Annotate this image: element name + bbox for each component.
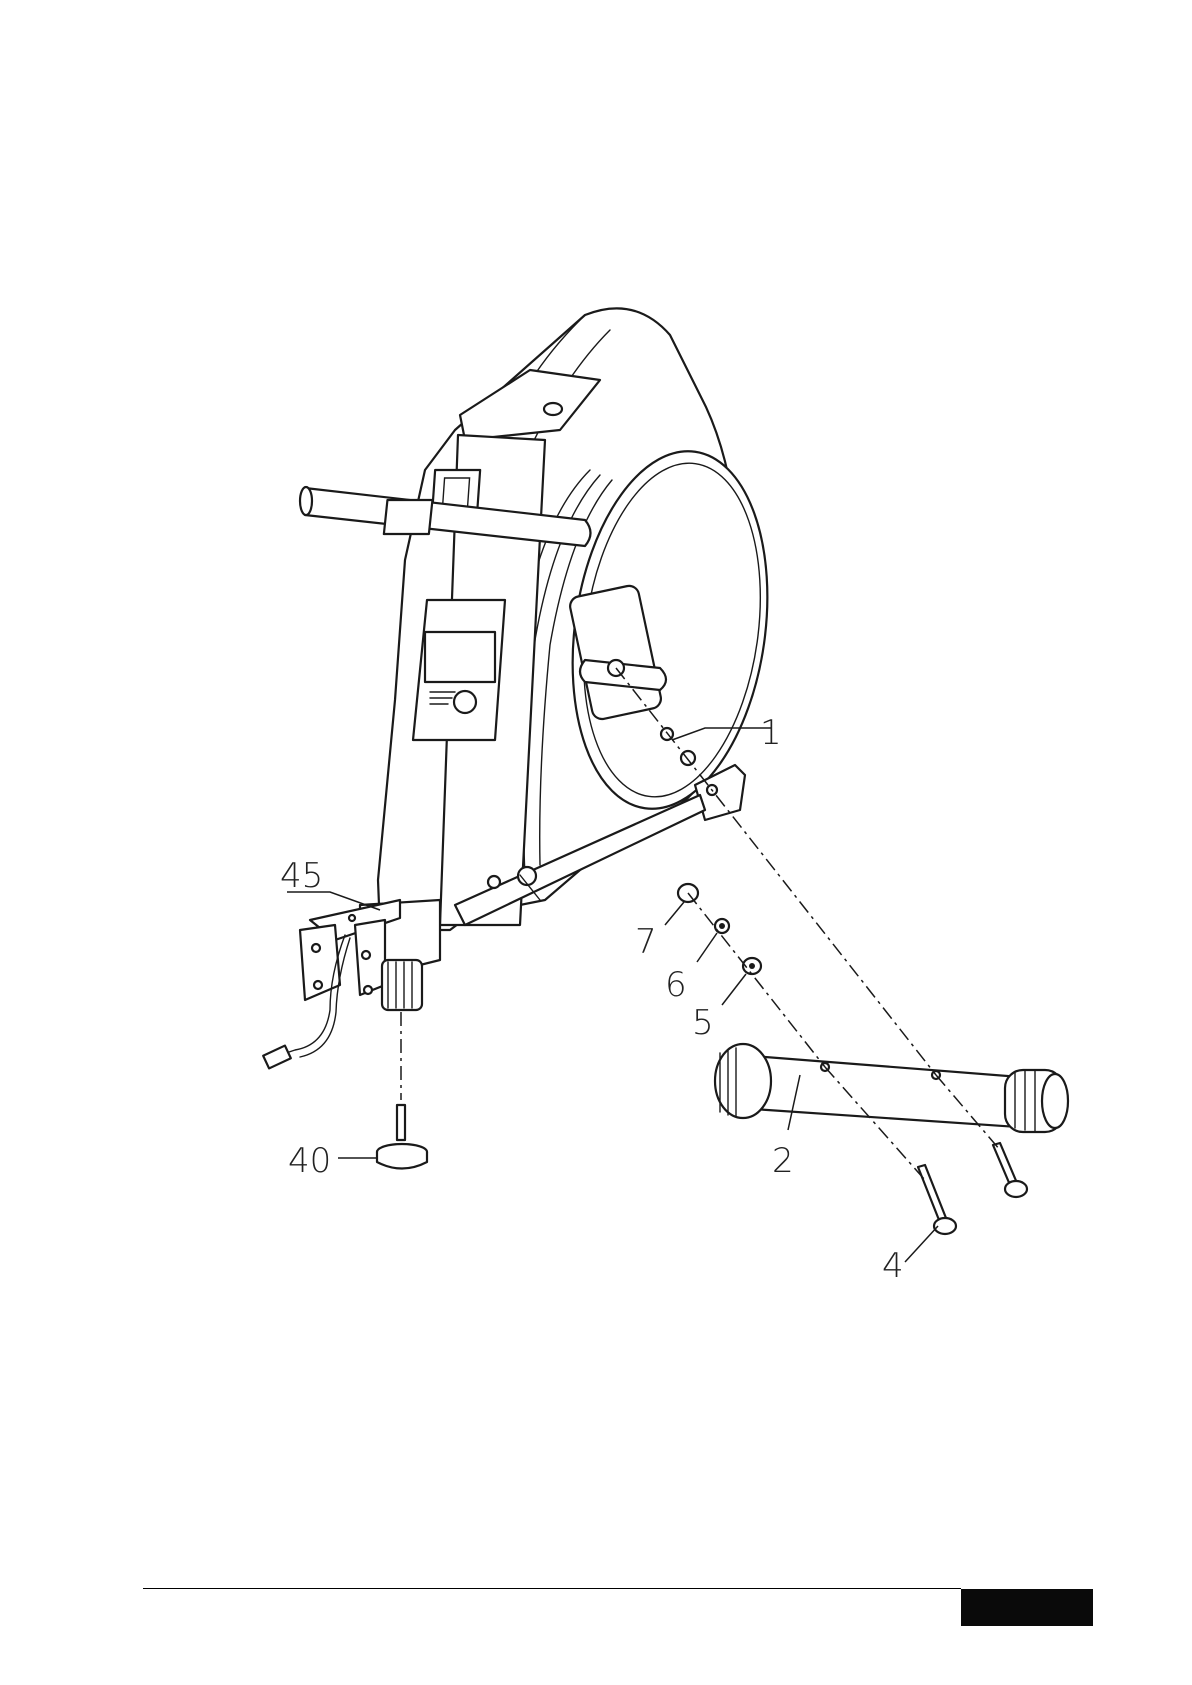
callout-45: 45	[280, 856, 323, 896]
front-bracket-part	[263, 900, 440, 1068]
footer-rule	[143, 1588, 961, 1589]
callout-1: 1	[760, 713, 782, 753]
main-frame-part	[300, 308, 789, 930]
rear-stabilizer-part	[715, 1044, 1068, 1132]
callout-4: 4	[882, 1246, 904, 1286]
callout-5: 5	[692, 1003, 714, 1043]
callout-6: 6	[665, 965, 687, 1005]
leveler-foot-part	[377, 1012, 427, 1169]
footer-page-box	[961, 1589, 1093, 1626]
callout-40: 40	[288, 1141, 331, 1181]
callout-7: 7	[635, 922, 657, 962]
callout-2: 2	[772, 1141, 794, 1181]
